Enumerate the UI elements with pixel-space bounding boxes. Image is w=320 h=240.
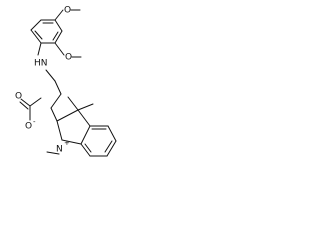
gem-methyl-1: [67, 96, 79, 111]
indolium-core: [56, 96, 117, 157]
ring-bond-4: [54, 30, 63, 44]
ring-double-bond-2: [52, 31, 59, 41]
methoxy-right-oxygen: O: [65, 53, 72, 63]
c3-to-c3a-bond: [77, 109, 91, 127]
methoxy-top-oxygen: O: [64, 6, 71, 16]
ring-to-amine-bond: [37, 42, 42, 56]
nitrogen-label: N: [56, 145, 63, 155]
acetate-negative-charge: -: [33, 118, 36, 126]
methoxy-top-bond: [54, 9, 64, 21]
c2-to-c3-bond: [56, 109, 79, 122]
nitrogen-positive-charge: +: [64, 139, 70, 147]
benzo-bond-2: [107, 125, 117, 142]
ring-bond-1: [30, 19, 42, 31]
c2-to-n1-bond: [56, 120, 63, 141]
ring-double-bond-3: [34, 30, 43, 40]
chain-bond-1: [54, 80, 62, 95]
benzo-double-bond-2: [104, 140, 113, 153]
chain-bond-2: [50, 93, 62, 109]
ring-bond-6: [30, 29, 42, 44]
c3a-to-c7a-bond: [80, 125, 91, 145]
acetate-methyl-bond: [29, 97, 42, 107]
gem-methyl-2: [77, 103, 94, 111]
ring-bond-3: [54, 19, 63, 32]
c7a-to-n1-bond: [61, 139, 82, 145]
chemical-structure-diagram: O O HN O O - N +: [15, 6, 117, 157]
dimethoxyphenyl-ring: [30, 19, 63, 44]
amine-label: HN: [34, 59, 48, 69]
n-methyl-bond: [46, 151, 60, 155]
benzo-bond-3: [106, 140, 117, 157]
acetate-carbonyl-bond: [20, 98, 31, 107]
chain-bond-3: [50, 107, 58, 122]
benzo-double-bond-3: [84, 143, 92, 153]
amine-to-chain-bond: [45, 69, 56, 82]
acetate-ion: O O -: [15, 92, 42, 132]
benzo-bond-5: [80, 143, 91, 157]
acetate-carbonyl-oxygen: O: [15, 92, 22, 102]
acetate-oxygen: O: [25, 122, 32, 132]
acetate-carbonyl-bond-2: [19, 101, 29, 110]
methoxy-right-bond: [54, 42, 65, 56]
